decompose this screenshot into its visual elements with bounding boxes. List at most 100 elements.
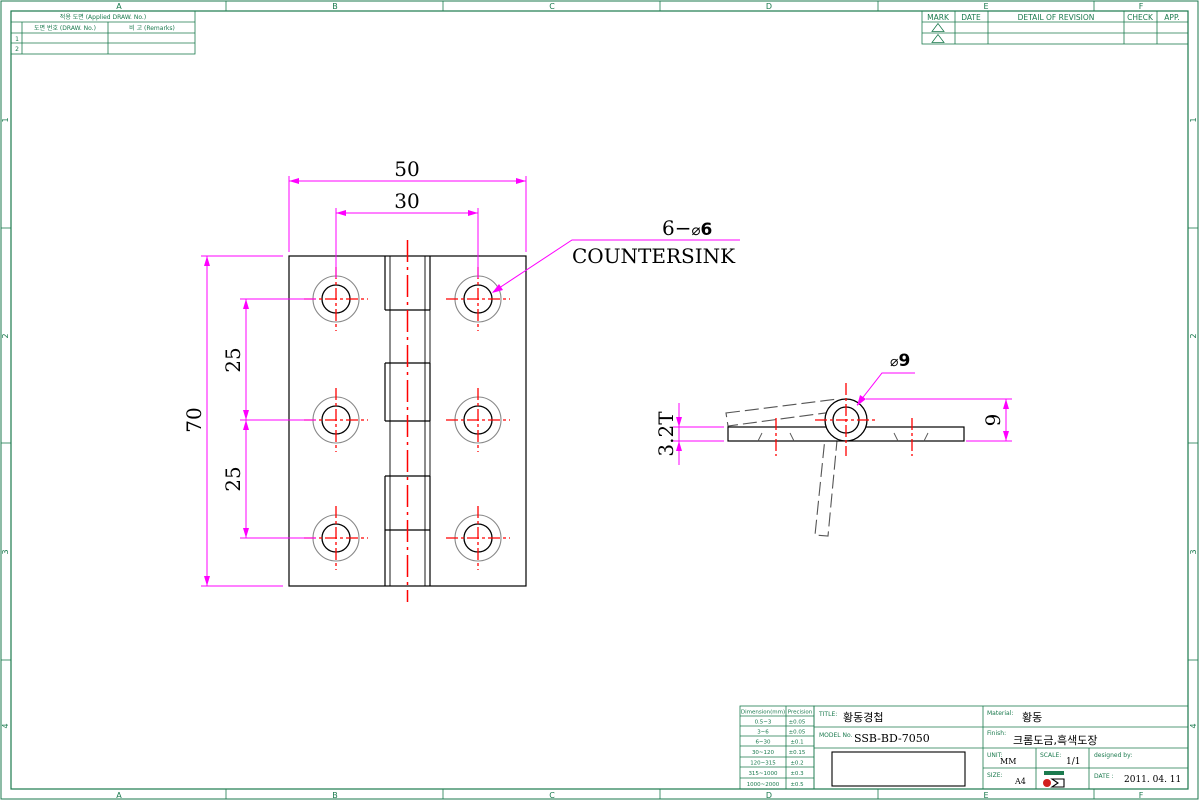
diameter-symbol: ⌀	[691, 221, 700, 239]
zone-row-left: 2	[1, 333, 10, 338]
side-dimension-arrows	[676, 395, 1009, 451]
date-label: DATE :	[1094, 773, 1114, 780]
zone-col-bottom: C	[549, 791, 555, 800]
revision-col-check: CHECK	[1127, 13, 1154, 22]
zone-col-top: F	[1139, 2, 1144, 11]
zone-col-top: C	[549, 2, 555, 11]
hole-centerlines	[304, 267, 510, 570]
finish-value: 크롬도금,흑색도장	[1013, 733, 1097, 747]
dim-leaf-thickness: 3.2T	[654, 411, 678, 457]
hole-callout-count: 6−	[662, 216, 691, 240]
front-dimensions	[201, 176, 740, 587]
model-label: MODEL No.	[819, 732, 853, 739]
svg-text:6−⌀6: 6−⌀6	[662, 216, 712, 240]
designed-by-label: designed by:	[1094, 752, 1132, 759]
company-logo-icon	[1043, 771, 1065, 788]
size-label: SIZE:	[987, 772, 1003, 779]
applied-table-row-num: 1	[15, 36, 19, 43]
revision-col-app: APP.	[1164, 13, 1179, 22]
tol-header-prec: Precision	[788, 710, 813, 716]
leaf-countersink-hints	[757, 432, 929, 442]
dim-overall-height: 70	[182, 407, 206, 432]
tol-value: ±0.05	[789, 730, 806, 736]
scale-value: 1/1	[1066, 757, 1080, 767]
hole-callout: 6−⌀6 COUNTERSINK	[572, 216, 736, 268]
tol-range: 0.5~3	[755, 720, 772, 726]
dim-overall-width: 50	[394, 157, 419, 181]
dim-hole-spacing-x: 30	[394, 189, 419, 213]
revision-col-mark: MARK	[927, 13, 950, 22]
zone-col-top: A	[116, 2, 122, 11]
zone-col-bottom: E	[983, 791, 988, 800]
zone-col-bottom: F	[1139, 791, 1144, 800]
unit-value: MM	[1000, 757, 1016, 766]
tol-range: 315~1000	[748, 771, 778, 777]
tol-range: 6~30	[755, 740, 771, 746]
zone-row-right: 4	[1189, 723, 1198, 728]
zone-row-right: 2	[1189, 333, 1198, 338]
dim-hole-spacing-y-top: 25	[221, 347, 245, 372]
tol-value: ±0.15	[789, 750, 806, 756]
zone-col-bottom: A	[116, 791, 122, 800]
tol-range: 1000~2000	[747, 782, 780, 788]
hole-callout-note: COUNTERSINK	[572, 244, 736, 268]
front-dimension-arrows	[204, 178, 526, 586]
title-value: 황동경첩	[843, 711, 883, 724]
applied-table-col-remarks: 비 고 (Remarks)	[129, 24, 175, 32]
applied-table-col-drawno: 도면 번호 (DRAW. No.)	[34, 24, 96, 32]
tol-range: 30~120	[752, 750, 775, 756]
dim-hole-spacing-y-bottom: 25	[221, 466, 245, 491]
zone-col-top: D	[766, 2, 772, 11]
side-dimension-text: ⌀9 9 3.2T	[654, 351, 1005, 457]
zone-col-bottom: B	[332, 791, 338, 800]
revision-col-detail: DETAIL OF REVISION	[1018, 13, 1095, 22]
model-value: SSB-BD-7050	[854, 732, 930, 745]
tol-header-dim: Dimension(mm)	[741, 710, 785, 716]
title-label: TITLE:	[818, 711, 837, 718]
side-dimensions	[673, 372, 1012, 465]
scale-label: SCALE:	[1040, 752, 1061, 759]
date-value: 2011. 04. 11	[1124, 775, 1181, 785]
tol-range: 3~6	[757, 730, 769, 736]
zone-col-bottom: D	[766, 791, 772, 800]
svg-text:⌀9: ⌀9	[890, 351, 910, 371]
dim-total-thickness: 9	[981, 414, 1005, 427]
revision-col-date: DATE	[961, 13, 981, 22]
zone-row-left: 1	[1, 117, 10, 122]
knuckle-hidden-edges	[384, 256, 431, 586]
zone-row-right: 1	[1189, 117, 1198, 122]
tol-value: ±0.05	[789, 720, 806, 726]
dim-knuckle-dia: 9	[898, 351, 910, 371]
zone-row-left: 4	[1, 723, 10, 728]
material-label: Material:	[987, 710, 1013, 717]
unit-label: UNIT:	[987, 752, 1003, 759]
front-view: 50 30 25 25 70 6−⌀6 COUNTERSINK	[182, 157, 740, 602]
tol-range: 120~315	[750, 761, 776, 767]
zone-col-top: E	[983, 2, 988, 11]
zone-col-top: B	[332, 2, 338, 11]
applied-drawing-table: 적용 도면 (Applied DRAW. No.) 도면 번호 (DRAW. N…	[10, 10, 196, 55]
hole-callout-size: 6	[701, 220, 713, 240]
applied-table-header: 적용 도면 (Applied DRAW. No.)	[60, 13, 146, 21]
size-value: A4	[1014, 777, 1026, 786]
diameter-symbol: ⌀	[890, 354, 898, 370]
revision-table: MARK DATE DETAIL OF REVISION CHECK APP.	[921, 10, 1189, 45]
tol-value: ±0.3	[790, 771, 804, 777]
tol-value: ±0.5	[790, 782, 804, 788]
zone-row-left: 3	[1, 549, 10, 554]
side-view: ⌀9 9 3.2T	[654, 351, 1012, 537]
zone-row-right: 3	[1189, 549, 1198, 554]
title-block: TITLE: MODEL No. Material: Finish: UNIT:…	[813, 705, 1189, 790]
applied-table-row-num: 2	[15, 46, 19, 53]
front-dimension-text: 50 30 25 25 70	[182, 157, 420, 492]
material-value: 황동	[1022, 711, 1042, 724]
tolerance-table: Dimension(mm) Precision 0.5~3 ±0.05 3~6 …	[739, 705, 815, 790]
finish-label: Finish:	[987, 730, 1006, 737]
side-centerlines	[775, 383, 913, 456]
tol-value: ±0.1	[790, 740, 803, 746]
revision-triangle-icon	[931, 22, 945, 43]
tol-value: ±0.2	[790, 761, 803, 767]
